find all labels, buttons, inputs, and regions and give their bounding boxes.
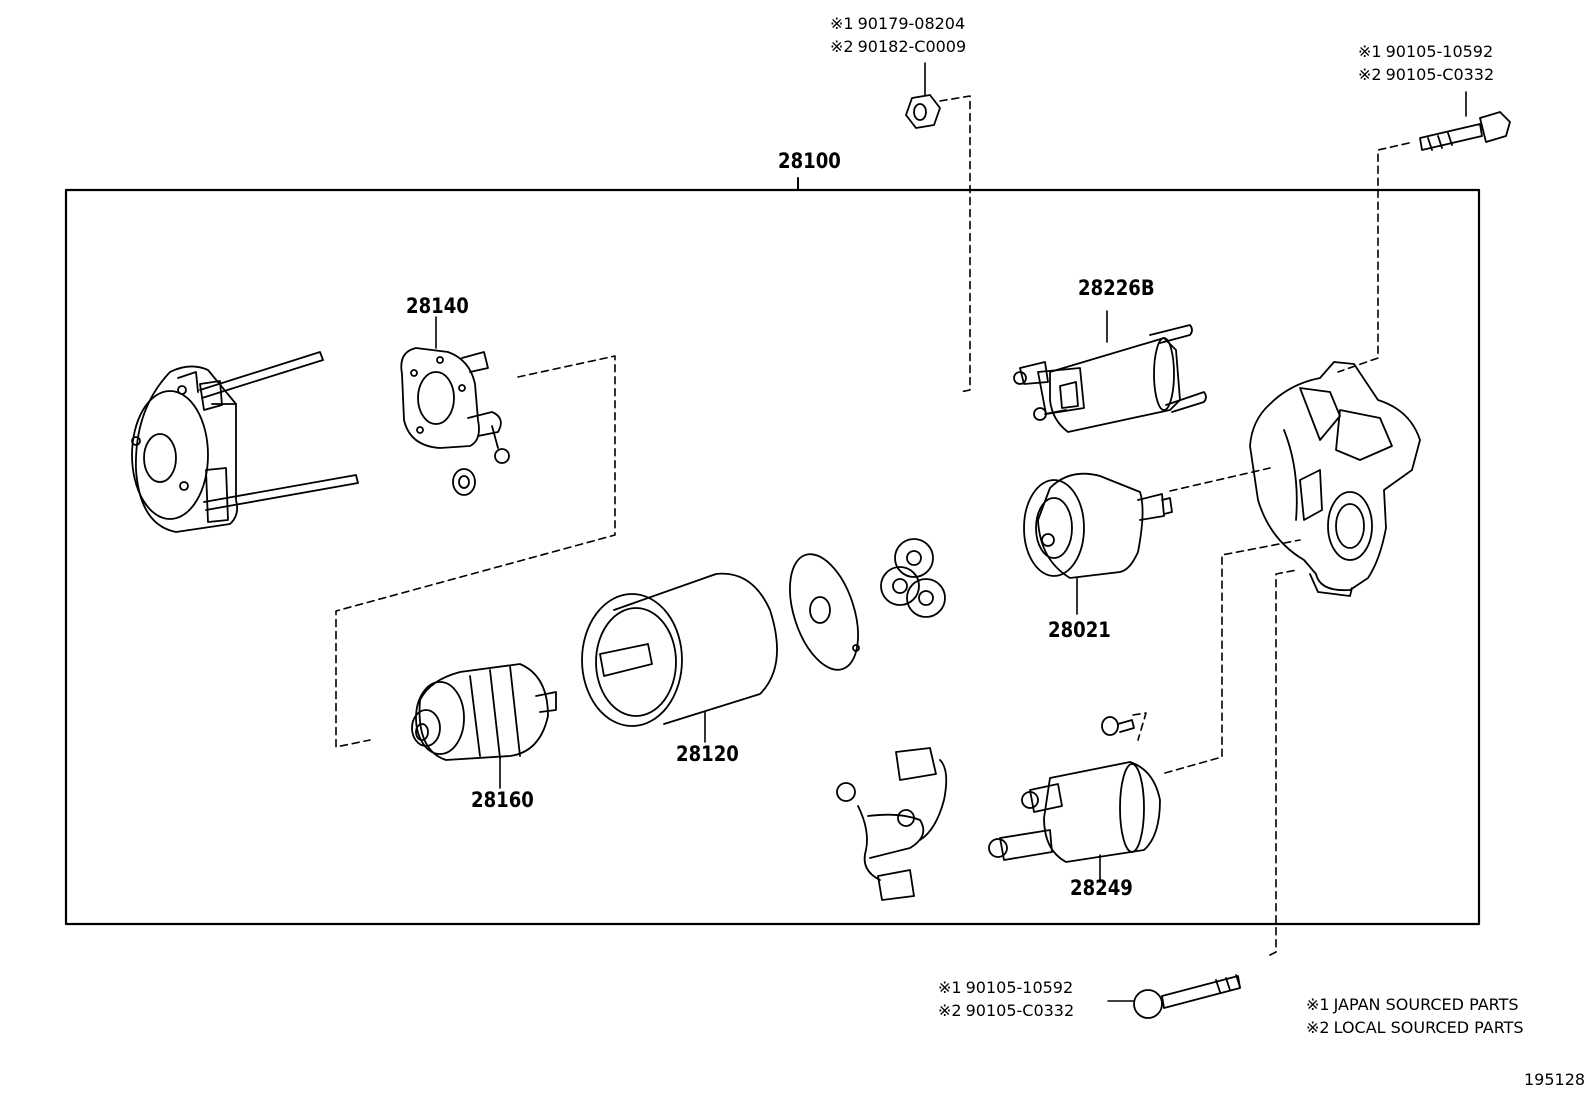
- part-number-28226b: 28226B: [1078, 276, 1155, 300]
- contact-plate-part: [1013, 310, 1207, 433]
- armature-part: [411, 663, 557, 789]
- assembly-dashed-lines: [335, 95, 1410, 956]
- pinion-clutch-part: [1023, 472, 1173, 615]
- planetary-gears-part: [880, 538, 946, 618]
- washer-part: [789, 553, 860, 671]
- part-number-28160: 28160: [471, 788, 534, 812]
- bottom-bolt-part: [1107, 974, 1241, 1019]
- end-frame-part: [131, 351, 359, 533]
- part-number-28021: 28021: [1048, 618, 1111, 642]
- part-number-28140: 28140: [406, 294, 469, 318]
- wire-harness-part: [836, 747, 948, 901]
- drive-housing-part: [1249, 361, 1421, 597]
- assembly-frame: [64, 188, 1481, 926]
- part-number-28249: 28249: [1070, 876, 1133, 900]
- yoke-part: [581, 572, 778, 743]
- magnet-switch-part: [988, 761, 1161, 883]
- part-number-28120: 28120: [676, 742, 739, 766]
- small-screw-part: [1101, 716, 1135, 736]
- top-nut-part: [905, 62, 941, 129]
- assembly-part-number: 28100: [778, 149, 841, 173]
- brush-holder-part: [400, 316, 510, 496]
- top-bolt-part: [1419, 91, 1511, 151]
- figure-id: 195128: [1524, 1070, 1586, 1089]
